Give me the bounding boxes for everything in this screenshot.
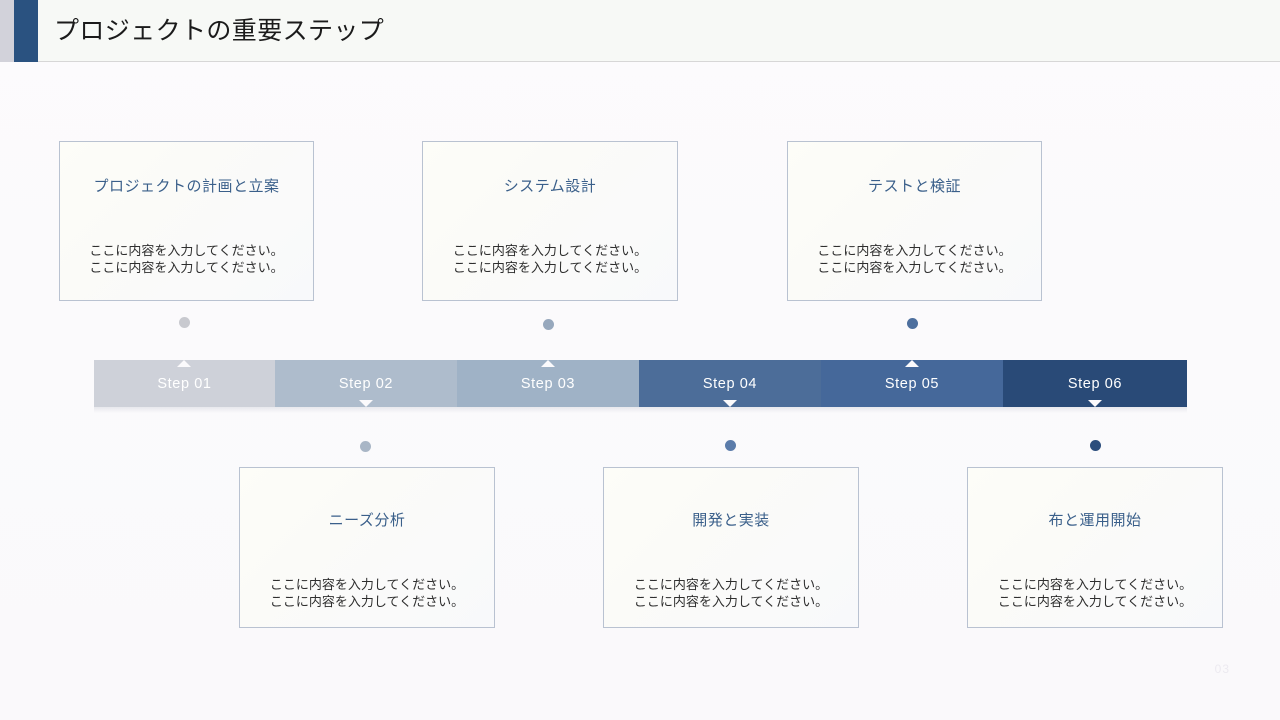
card-title: 布と運用開始 bbox=[1048, 512, 1142, 529]
card-body-line-1: ここに内容を入力してください。 bbox=[89, 243, 284, 258]
connector-dot-step-2 bbox=[360, 441, 371, 452]
segment-shadow-6 bbox=[1003, 407, 1187, 413]
notch-step-2-down bbox=[359, 400, 373, 407]
page-title: プロジェクトの重要ステップ bbox=[54, 17, 385, 45]
card-title: 開発と実装 bbox=[692, 512, 770, 529]
segment-shadow-2 bbox=[275, 407, 457, 413]
step-card-2[interactable]: システム設計 ここに内容を入力してください。 ここに内容を入力してください。 bbox=[422, 141, 678, 301]
notch-step-6-down bbox=[1088, 400, 1102, 407]
segment-shadow-5 bbox=[821, 407, 1003, 413]
card-body-line-1: ここに内容を入力してください。 bbox=[269, 577, 465, 592]
step-segment-4[interactable]: Step 04 bbox=[639, 360, 821, 407]
segment-shadow-1 bbox=[94, 407, 275, 413]
card-body-line-1: ここに内容を入力してください。 bbox=[817, 243, 1012, 258]
notch-step-5-up bbox=[905, 360, 919, 367]
card-body-line-2: ここに内容を入力してください。 bbox=[269, 594, 465, 609]
card-title: プロジェクトの計画と立案 bbox=[93, 178, 280, 195]
connector-dot-step-4 bbox=[725, 440, 736, 451]
card-body-line-2: ここに内容を入力してください。 bbox=[997, 594, 1193, 609]
connector-dot-step-1 bbox=[179, 317, 190, 328]
notch-step-4-down bbox=[723, 400, 737, 407]
step-card-3[interactable]: テストと検証 ここに内容を入力してください。 ここに内容を入力してください。 bbox=[787, 141, 1042, 301]
slide-header: プロジェクトの重要ステップ bbox=[0, 0, 1280, 62]
step-card-5[interactable]: 開発と実装 ここに内容を入力してください。 ここに内容を入力してください。 bbox=[603, 467, 859, 628]
connector-dot-step-5 bbox=[907, 318, 918, 329]
title-accent-bar bbox=[14, 0, 38, 62]
card-title: テストと検証 bbox=[867, 178, 961, 195]
card-body-line-1: ここに内容を入力してください。 bbox=[452, 243, 648, 258]
step-segment-label: Step 02 bbox=[338, 375, 394, 392]
connector-dot-step-3 bbox=[543, 319, 554, 330]
step-segment-2[interactable]: Step 02 bbox=[275, 360, 457, 407]
step-segment-1[interactable]: Step 01 bbox=[94, 360, 275, 407]
page-number: 03 bbox=[1214, 662, 1230, 676]
step-card-1[interactable]: プロジェクトの計画と立案 ここに内容を入力してください。 ここに内容を入力してく… bbox=[59, 141, 314, 301]
notch-step-3-up bbox=[541, 360, 555, 367]
step-segment-label: Step 01 bbox=[157, 375, 212, 392]
step-segment-label: Step 05 bbox=[884, 375, 940, 392]
card-body-line-2: ここに内容を入力してください。 bbox=[452, 260, 648, 275]
step-segment-3[interactable]: Step 03 bbox=[457, 360, 639, 407]
step-progress-bar: Step 01 Step 02 Step 03 Step 04 Step 05 … bbox=[94, 360, 1187, 413]
card-body-line-2: ここに内容を入力してください。 bbox=[633, 594, 829, 609]
step-segment-label: Step 06 bbox=[1067, 375, 1123, 392]
card-body-line-1: ここに内容を入力してください。 bbox=[997, 577, 1193, 592]
segment-shadow-4 bbox=[639, 407, 821, 413]
card-title: ニーズ分析 bbox=[328, 512, 406, 529]
connector-dot-step-6 bbox=[1090, 440, 1101, 451]
header-left-edge bbox=[0, 0, 14, 62]
card-body-line-1: ここに内容を入力してください。 bbox=[633, 577, 829, 592]
card-title: システム設計 bbox=[503, 178, 597, 195]
card-body-line-2: ここに内容を入力してください。 bbox=[817, 260, 1012, 275]
step-segment-label: Step 03 bbox=[520, 375, 576, 392]
segment-shadow-3 bbox=[457, 407, 639, 413]
step-segment-6[interactable]: Step 06 bbox=[1003, 360, 1187, 407]
card-body-line-2: ここに内容を入力してください。 bbox=[89, 260, 284, 275]
step-card-4[interactable]: ニーズ分析 ここに内容を入力してください。 ここに内容を入力してください。 bbox=[239, 467, 495, 628]
step-segment-5[interactable]: Step 05 bbox=[821, 360, 1003, 407]
notch-step-1-up bbox=[177, 360, 191, 367]
step-card-6[interactable]: 布と運用開始 ここに内容を入力してください。 ここに内容を入力してください。 bbox=[967, 467, 1223, 628]
step-segment-label: Step 04 bbox=[702, 375, 758, 392]
